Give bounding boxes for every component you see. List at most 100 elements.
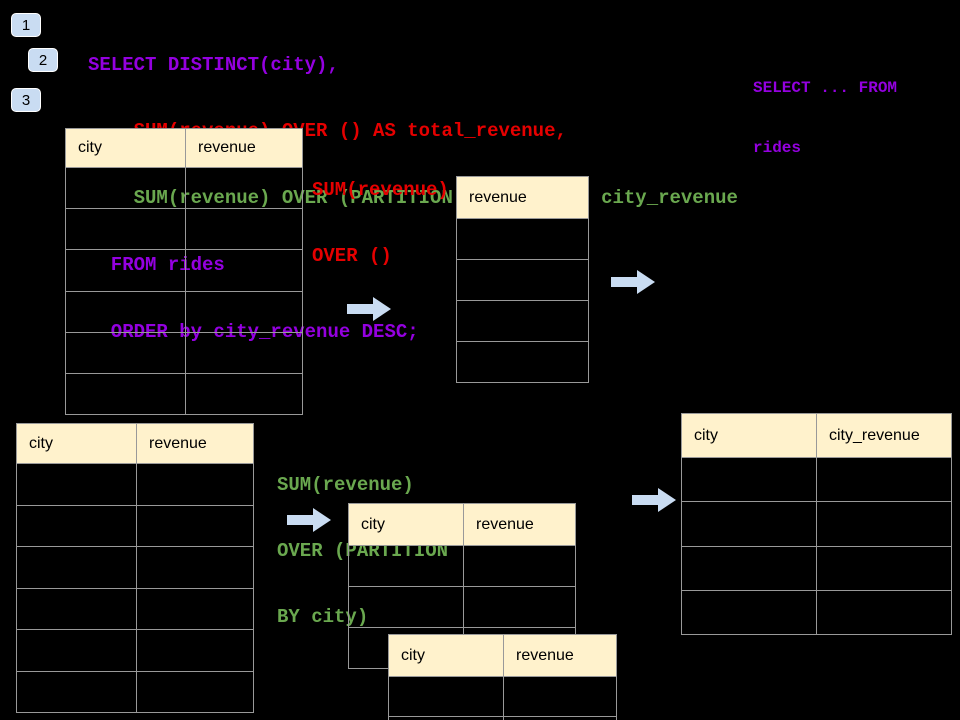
table-cell [17,671,137,712]
table-cell [457,260,588,300]
note-line: rides [753,139,802,157]
table-row [17,671,253,713]
table-cell [66,291,186,332]
table-cell [66,250,186,291]
arrow-right-icon [632,488,676,512]
table-cell [186,292,302,332]
table-source-bottom: city revenue [16,423,254,713]
step-badge-3: 3 [11,88,41,112]
table-header-cell: city [66,129,186,167]
table-source-top: city revenue [65,128,303,415]
table-header-row: city revenue [66,129,302,168]
table-cell [17,505,137,546]
table-row [66,373,302,415]
table-header-cell: revenue [476,515,534,533]
step-badge-1: 1 [11,13,41,37]
table-header-cell: city [349,504,464,545]
table-header-cell: revenue [149,434,207,452]
table-header-cell: revenue [516,646,574,664]
table-cell [186,333,302,373]
table-cell [186,374,302,414]
step-badge-label: 3 [21,91,31,109]
annotation-line: OVER () [312,245,392,267]
table-header-cell: city [682,414,817,457]
table-row [457,342,588,382]
table-header-cell: revenue [469,188,527,206]
table-cell [682,546,817,590]
table-row [682,590,951,634]
table-row [17,630,253,672]
table-row [17,547,253,589]
table-body [457,219,588,382]
table-row [17,464,253,506]
select-from-note: SELECT ... FROM rides [753,38,897,198]
table-row [66,291,302,333]
table-header-cell: city_revenue [829,426,920,444]
table-total-revenue-result: revenue [456,176,589,383]
annotation-line: SUM(revenue) [277,474,414,496]
table-cell [457,301,588,341]
step-badge-label: 2 [38,51,48,69]
table-header-row: city revenue [17,424,253,464]
table-cell [137,547,253,588]
table-cell [17,630,137,671]
table-row [457,301,588,342]
sql-code-line: FROM rides [88,254,225,277]
table-cell [137,630,253,671]
table-row [389,716,616,720]
table-cell [349,587,464,627]
table-row [457,219,588,260]
table-cell [682,458,817,502]
table-header-cell: city [389,635,504,676]
table-body [682,458,951,634]
table-cell [17,547,137,588]
table-body [66,168,302,415]
table-city-revenue-result: city city_revenue [681,413,952,635]
table-cell [504,717,616,720]
table-cell [457,219,588,259]
table-cell [817,458,951,501]
table-row [66,332,302,374]
annotation-total-revenue: SUM(revenue) OVER () [312,135,449,311]
table-row [349,587,575,628]
table-cell [66,168,186,209]
table-cell [504,677,616,716]
arrow-right-icon [287,508,331,532]
table-cell [137,672,253,713]
table-body [17,464,253,712]
sql-code-line: SELECT DISTINCT(city), [88,53,339,76]
table-row [349,546,575,587]
table-cell [464,546,575,586]
table-partition-step-front: city revenue [388,634,617,720]
table-cell [66,332,186,373]
arrow-right-icon [347,297,391,321]
table-header-row: city city_revenue [682,414,951,458]
table-cell [137,464,253,505]
table-cell [682,590,817,634]
table-row [682,458,951,503]
table-row [66,168,302,210]
table-cell [66,373,186,415]
table-cell [457,342,588,382]
table-cell [817,502,951,545]
table-body [389,677,616,720]
table-header-row: city revenue [389,635,616,677]
table-cell [17,464,137,505]
table-row [389,677,616,717]
table-cell [186,168,302,208]
table-cell [817,547,951,590]
annotation-line: SUM(revenue) [312,179,449,201]
table-cell [186,250,302,290]
table-row [17,505,253,547]
arrow-right-icon [611,270,655,294]
table-cell [817,591,951,634]
table-cell [186,209,302,249]
table-row [457,260,588,301]
table-header-cell: city [17,424,137,463]
table-cell [137,589,253,630]
table-row [682,502,951,547]
table-cell [17,588,137,629]
table-partition-step: city revenue [348,503,576,669]
table-cell [682,502,817,546]
